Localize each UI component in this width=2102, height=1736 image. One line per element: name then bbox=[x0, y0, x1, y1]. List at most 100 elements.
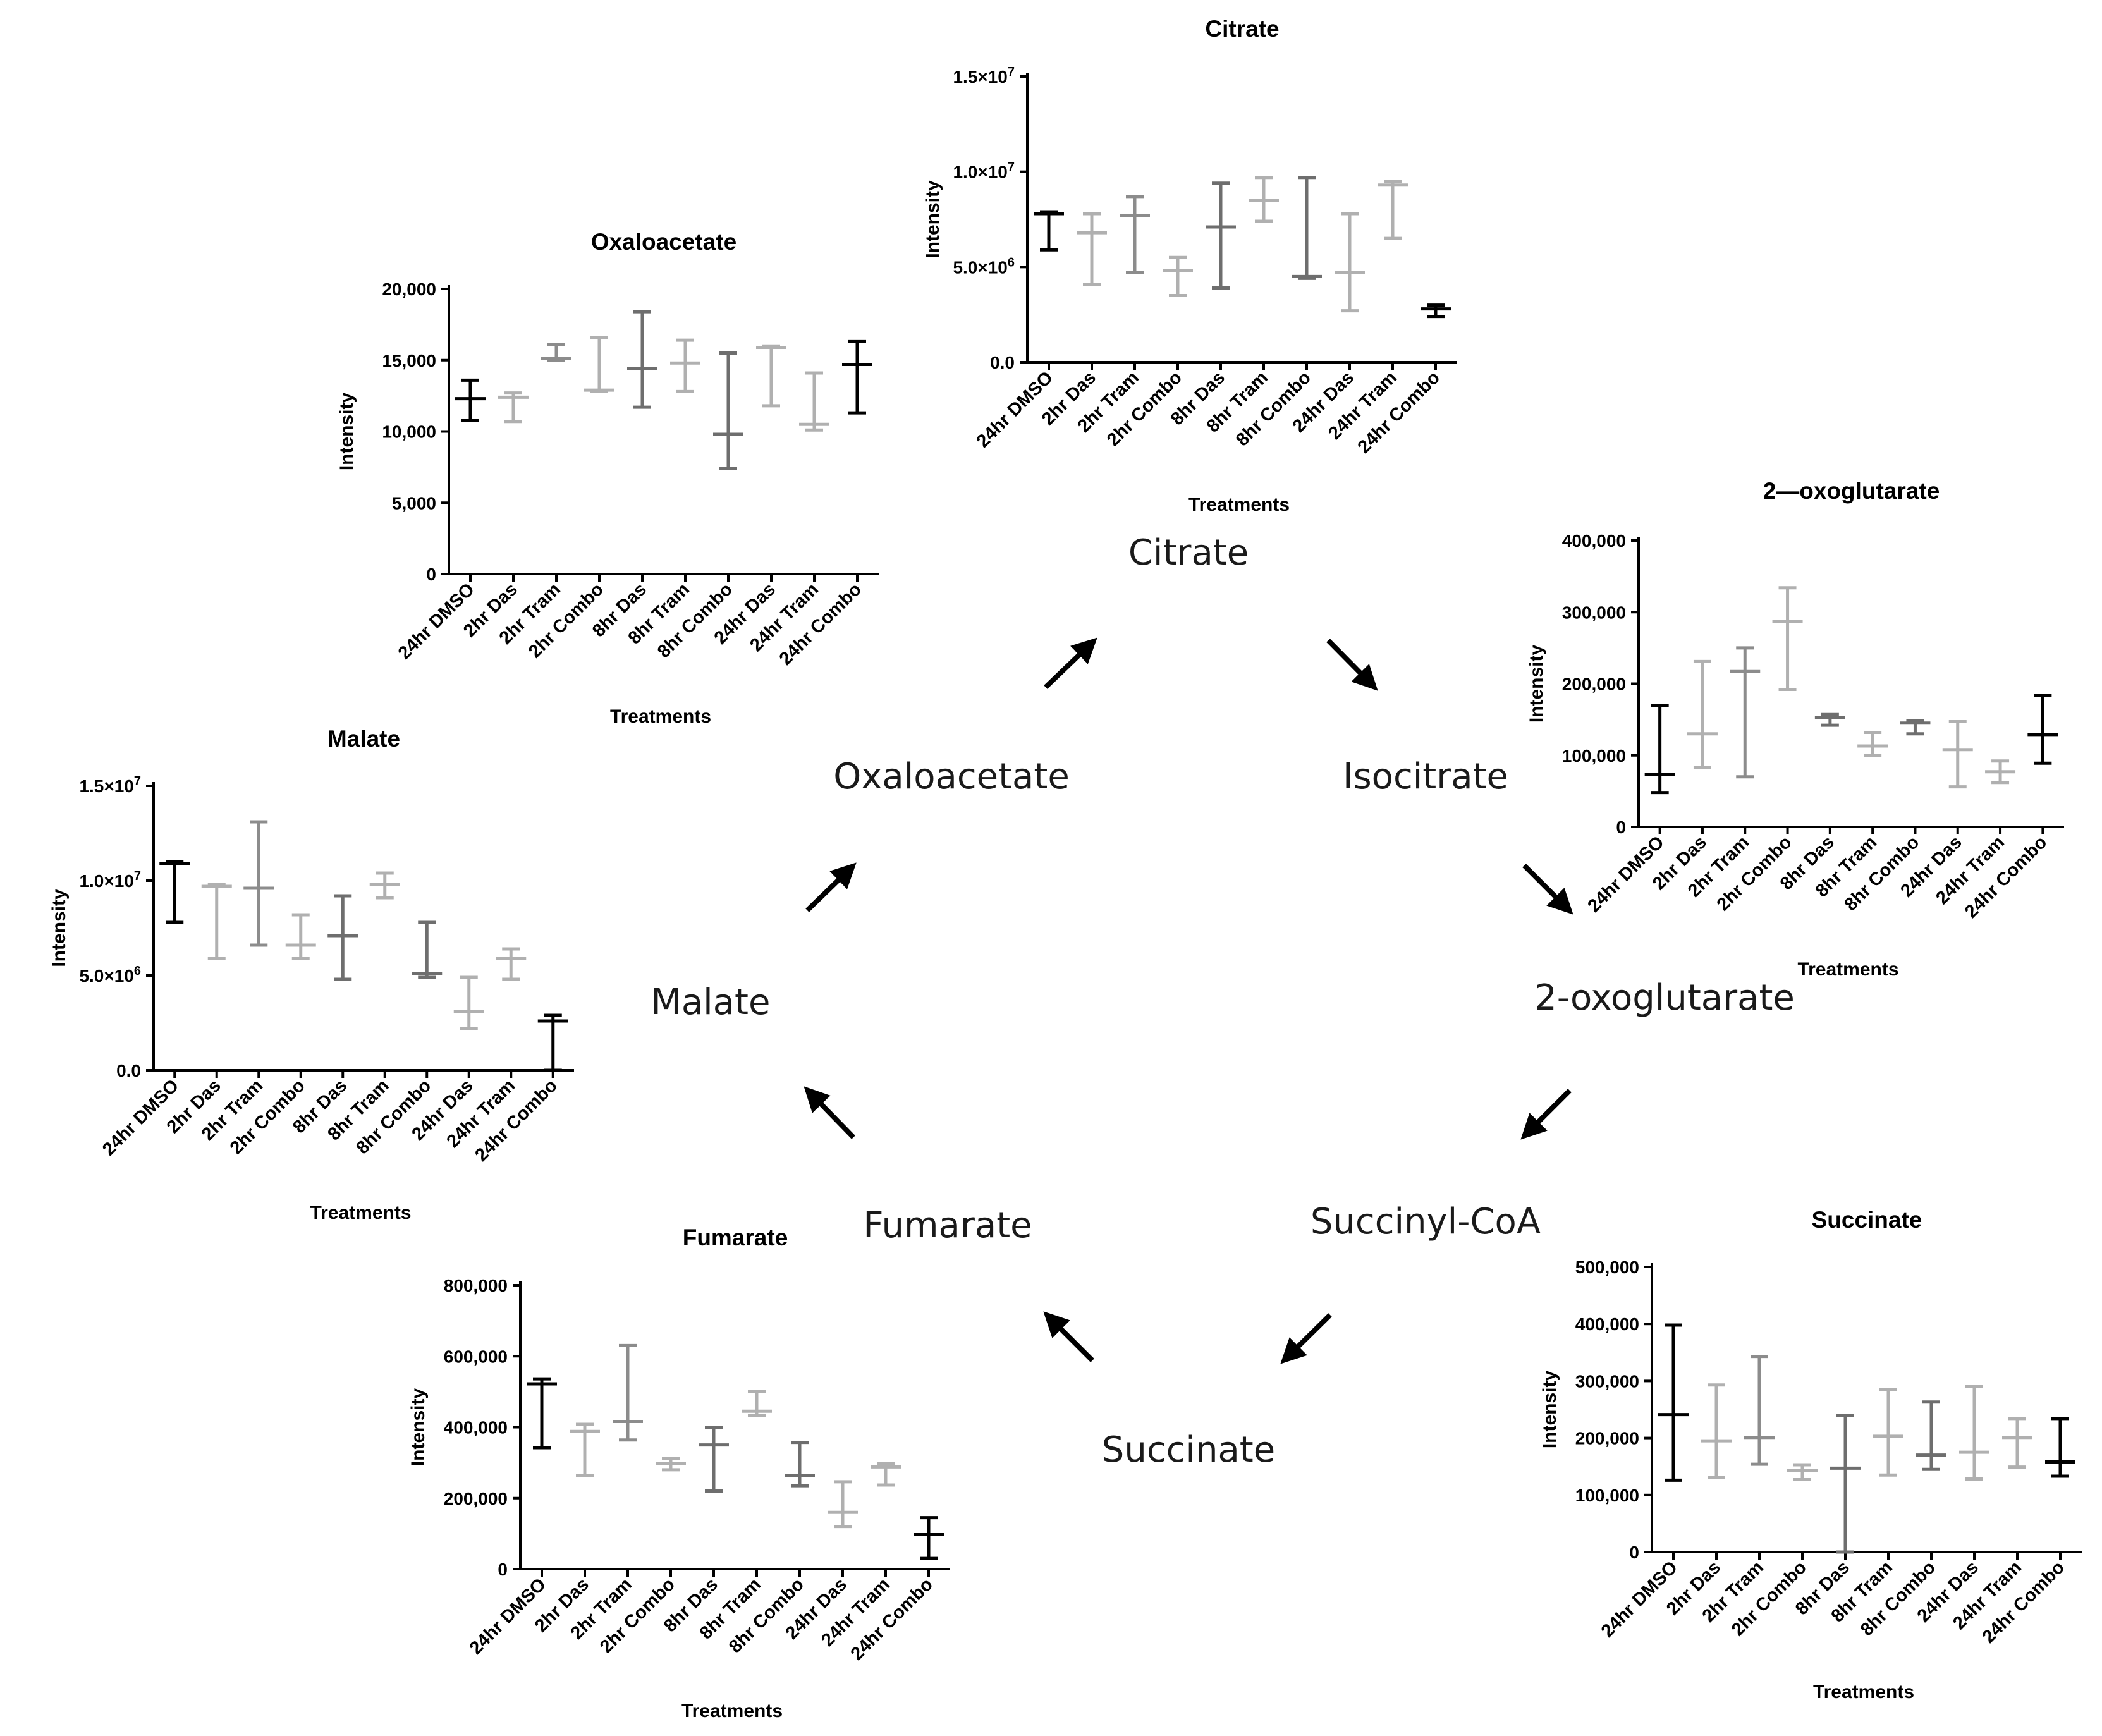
malate-y-tick-label: 1.0×107 bbox=[79, 869, 141, 891]
oxoglutarate-errorbar bbox=[1985, 759, 2016, 785]
succinate-errorbar bbox=[1658, 1323, 1689, 1482]
fumarate-errorbar bbox=[570, 1422, 600, 1477]
pathway-label-succinyl-coa: Succinyl-CoA bbox=[1311, 1201, 1541, 1242]
malate-chart-title: Malate bbox=[327, 726, 400, 752]
succinate-y-axis-label: Intensity bbox=[1539, 1371, 1560, 1449]
fumarate-errorbar bbox=[742, 1390, 772, 1418]
fumarate-errorbar bbox=[871, 1462, 901, 1487]
arrow-succinyl-coa-to-succinate bbox=[1280, 1313, 1332, 1364]
succinate-errorbar bbox=[1916, 1400, 1946, 1471]
citrate-y-tick-label: 1.0×107 bbox=[953, 161, 1015, 182]
succinate-errorbar bbox=[1787, 1463, 1818, 1481]
fumarate-x-axis-label: Treatments bbox=[681, 1701, 783, 1721]
malate-errorbar bbox=[369, 871, 400, 900]
oxaloacetate-y-tick-label: 10,000 bbox=[382, 422, 436, 442]
citrate-errorbar bbox=[1163, 255, 1193, 298]
succinate-y-tick-label: 500,000 bbox=[1575, 1257, 1639, 1277]
oxoglutarate-errorbar bbox=[1900, 719, 1931, 736]
citrate-x-axis-label: Treatments bbox=[1188, 494, 1290, 515]
oxaloacetate-errorbar bbox=[627, 310, 657, 409]
oxaloacetate-chart-title: Oxaloacetate bbox=[591, 229, 736, 255]
fumarate-chart: Fumarate0200,000400,000600,000800,000Int… bbox=[408, 1225, 950, 1721]
citrate-errorbar bbox=[1077, 212, 1107, 286]
oxoglutarate-y-tick-label: 200,000 bbox=[1562, 675, 1626, 694]
malate-errorbar bbox=[327, 894, 358, 981]
oxaloacetate-errorbar bbox=[799, 371, 829, 432]
arrow-malate-to-oxaloacetate bbox=[805, 862, 857, 912]
succinate-y-tick-label: 300,000 bbox=[1575, 1371, 1639, 1391]
succinate-y-tick-label: 200,000 bbox=[1575, 1429, 1639, 1448]
oxoglutarate-errorbar bbox=[2027, 694, 2058, 765]
oxoglutarate-errorbar bbox=[1772, 586, 1803, 692]
citrate-y-tick-label: 1.5×107 bbox=[953, 65, 1015, 87]
oxaloacetate-chart: Oxaloacetate05,00010,00015,00020,000Inte… bbox=[336, 229, 879, 727]
oxaloacetate-y-axis-label: Intensity bbox=[336, 393, 357, 471]
citrate-chart-title: Citrate bbox=[1205, 16, 1279, 42]
malate-errorbar bbox=[159, 860, 190, 924]
citrate-y-tick-label: 5.0×106 bbox=[953, 255, 1015, 277]
oxaloacetate-errorbar bbox=[756, 344, 786, 408]
succinate-errorbar bbox=[1830, 1414, 1861, 1554]
oxaloacetate-errorbar bbox=[713, 351, 743, 470]
oxaloacetate-errorbar bbox=[670, 338, 700, 393]
citrate-errorbar bbox=[1206, 181, 1236, 290]
malate-y-tick-label: 1.5×107 bbox=[79, 774, 141, 796]
pathway-label-fumarate: Fumarate bbox=[863, 1205, 1032, 1246]
pathway-label-malate: Malate bbox=[651, 982, 771, 1023]
succinate-errorbar bbox=[1959, 1385, 1989, 1481]
oxoglutarate-errorbar bbox=[1814, 712, 1845, 727]
succinate-errorbar bbox=[1701, 1383, 1732, 1479]
arrow-succinate-to-fumarate bbox=[1043, 1311, 1094, 1362]
oxoglutarate-errorbar bbox=[1942, 720, 1973, 789]
oxoglutarate-chart: 2—oxoglutarate0100,000200,000300,000400,… bbox=[1526, 478, 2064, 980]
arrow-fumarate-to-malate bbox=[804, 1086, 855, 1139]
citrate-errorbar bbox=[1249, 176, 1279, 223]
succinate-y-tick-label: 400,000 bbox=[1575, 1314, 1639, 1334]
succinate-chart: Succinate0100,000200,000300,000400,00050… bbox=[1539, 1207, 2082, 1702]
malate-y-axis-label: Intensity bbox=[49, 889, 70, 967]
arrow-oxaloacetate-to-citrate bbox=[1044, 637, 1097, 689]
oxaloacetate-x-axis-label: Treatments bbox=[610, 706, 711, 727]
succinate-chart-title: Succinate bbox=[1812, 1207, 1922, 1233]
fumarate-errorbar bbox=[828, 1480, 858, 1529]
succinate-y-tick-label: 100,000 bbox=[1575, 1486, 1639, 1505]
oxoglutarate-y-axis-label: Intensity bbox=[1526, 645, 1547, 723]
pathway-label-succinate: Succinate bbox=[1102, 1429, 1275, 1470]
fumarate-y-tick-label: 600,000 bbox=[444, 1347, 508, 1366]
oxaloacetate-errorbar bbox=[584, 336, 614, 393]
fumarate-y-tick-label: 400,000 bbox=[444, 1418, 508, 1438]
citrate-errorbar bbox=[1421, 303, 1451, 319]
succinate-errorbar bbox=[1873, 1388, 1903, 1477]
succinate-errorbar bbox=[2002, 1417, 2032, 1469]
arrow-2-oxoglutarate-to-succinyl-coa bbox=[1520, 1089, 1572, 1140]
chart-panels: Citrate0.05.0×1061.0×1071.5×107Intensity… bbox=[49, 16, 2082, 1721]
oxoglutarate-chart-title: 2—oxoglutarate bbox=[1763, 478, 1940, 504]
oxoglutarate-y-tick-label: 0 bbox=[1616, 817, 1626, 837]
oxaloacetate-y-tick-label: 15,000 bbox=[382, 351, 436, 370]
oxoglutarate-y-tick-label: 400,000 bbox=[1562, 531, 1626, 551]
malate-y-tick-label: 0.0 bbox=[116, 1061, 141, 1080]
citrate-errorbar bbox=[1034, 210, 1064, 252]
malate-errorbar bbox=[285, 913, 316, 960]
malate-errorbar bbox=[453, 975, 484, 1030]
oxaloacetate-y-tick-label: 20,000 bbox=[382, 279, 436, 299]
fumarate-y-tick-label: 0 bbox=[498, 1560, 508, 1579]
oxoglutarate-errorbar bbox=[1857, 731, 1888, 757]
pathway-labels: Citrate Oxaloacetate Isocitrate Malate 2… bbox=[651, 532, 1795, 1470]
fumarate-errorbar bbox=[699, 1426, 729, 1493]
succinate-errorbar bbox=[2045, 1417, 2075, 1478]
arrow-citrate-to-isocitrate bbox=[1326, 639, 1378, 691]
citrate-errorbar bbox=[1378, 180, 1408, 240]
malate-errorbar bbox=[201, 883, 232, 960]
oxoglutarate-errorbar bbox=[1730, 646, 1761, 779]
arrow-isocitrate-to-2-oxoglutarate bbox=[1522, 864, 1573, 915]
malate-y-tick-label: 5.0×106 bbox=[79, 964, 141, 986]
fumarate-y-tick-label: 200,000 bbox=[444, 1489, 508, 1508]
malate-errorbar bbox=[243, 820, 274, 947]
oxoglutarate-errorbar bbox=[1644, 703, 1675, 795]
oxaloacetate-y-tick-label: 5,000 bbox=[392, 493, 436, 513]
fumarate-y-axis-label: Intensity bbox=[408, 1388, 429, 1467]
oxaloacetate-errorbar bbox=[541, 343, 571, 362]
oxaloacetate-errorbar bbox=[842, 339, 872, 415]
